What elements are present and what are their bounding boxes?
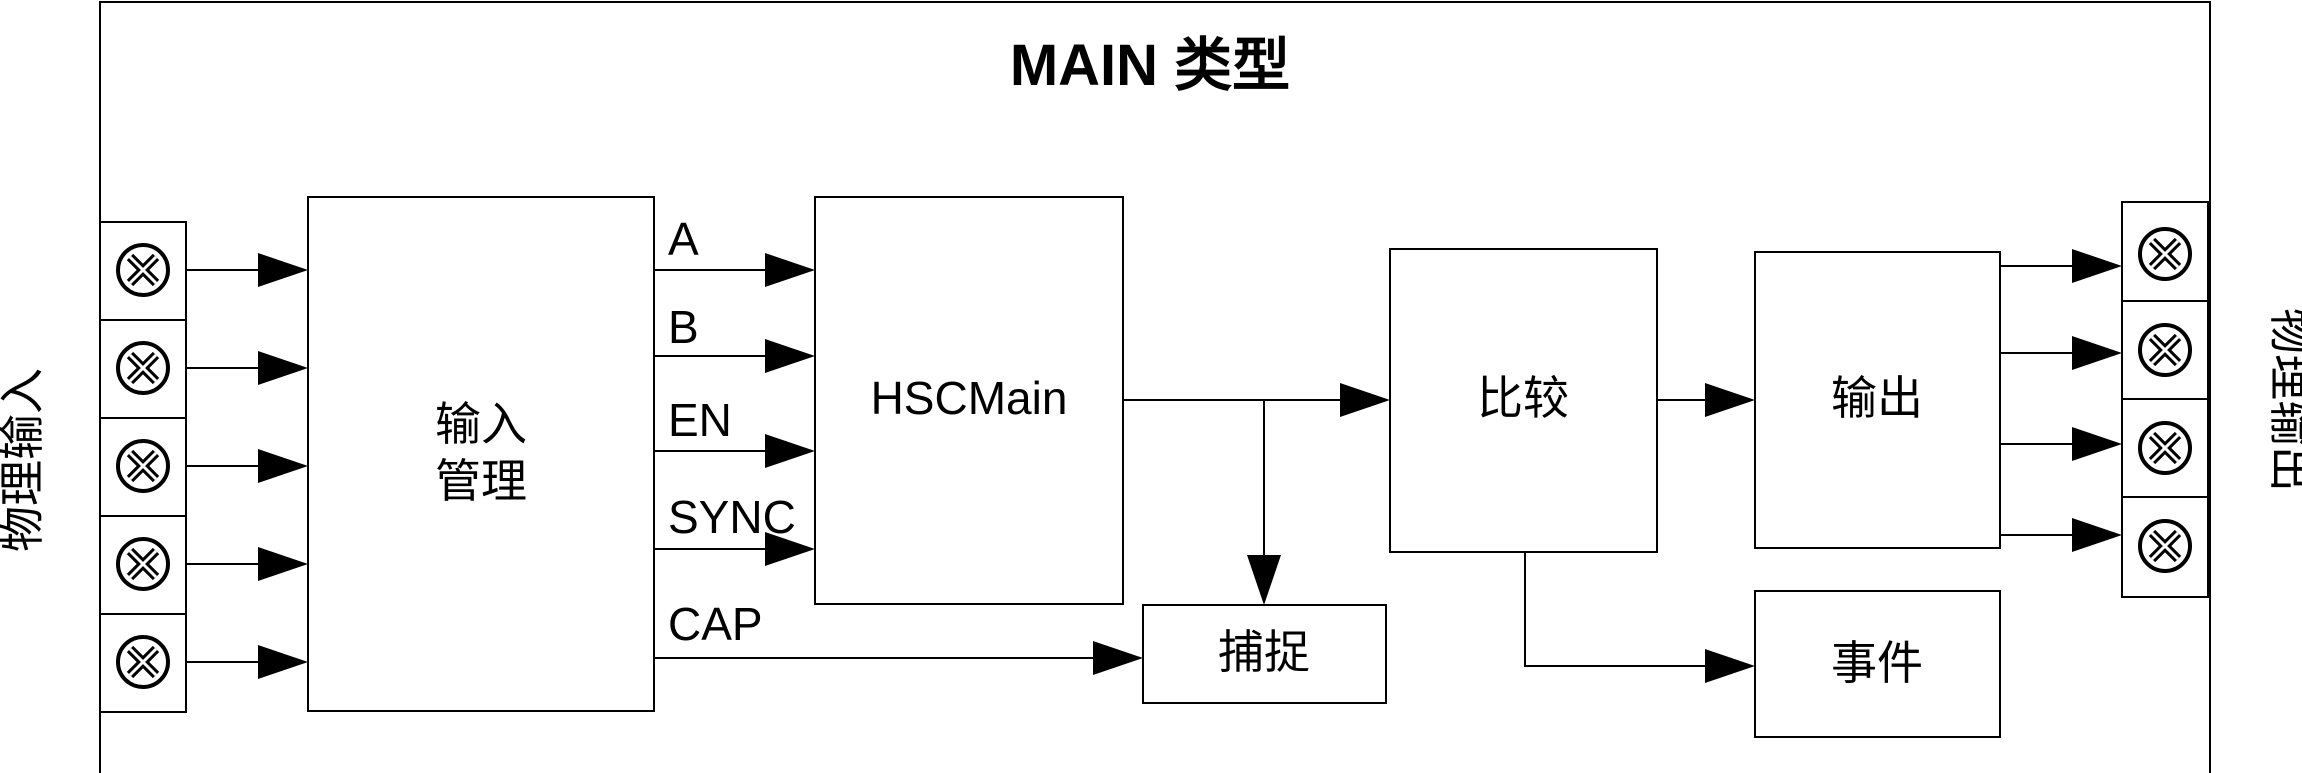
capture-block [1142, 604, 1387, 704]
input-management-label-line2: 管理 [435, 455, 527, 507]
terminal-screw-icon [2138, 519, 2192, 573]
terminal-screw-icon [2138, 227, 2192, 281]
terminal-screw-icon [116, 341, 170, 395]
terminal-screw-icon [116, 635, 170, 689]
hscmain-label: HSCMain [871, 372, 1068, 424]
input-management-label-line1: 输入 [435, 398, 527, 450]
physical-input-label: 物理输入 [0, 368, 48, 552]
capture-label: 捕捉 [1218, 626, 1310, 678]
compare-to-event-wire [1524, 552, 1755, 683]
terminal-screw-icon [116, 537, 170, 591]
output-wires [2000, 249, 2122, 552]
hscmain-to-compare-wire [1123, 383, 1390, 605]
diagram-title: MAIN 类型 [1010, 33, 1290, 98]
input-wires [186, 253, 308, 679]
physical-output-label: 物理输出 [2265, 308, 2302, 492]
signal-label-en: EN [668, 394, 732, 446]
compare-to-output-wire [1657, 383, 1755, 417]
output-label: 输出 [1831, 372, 1923, 424]
hscmain-block [814, 196, 1124, 605]
compare-label: 比较 [1477, 372, 1569, 424]
signal-wires [654, 253, 1143, 675]
signal-label-sync: SYNC [668, 491, 796, 543]
compare-block [1389, 248, 1658, 553]
output-block [1754, 251, 2001, 549]
terminal-screw-icon [2138, 421, 2192, 475]
signal-label-a: A [668, 213, 699, 265]
event-block [1754, 590, 2001, 738]
input-terminal-strip [99, 221, 187, 713]
output-terminal-strip [2121, 201, 2209, 598]
terminal-screw-icon [116, 243, 170, 297]
terminal-screw-icon [2138, 323, 2192, 377]
terminal-screw-icon [116, 439, 170, 493]
input-management-block [307, 196, 655, 712]
signal-label-b: B [668, 301, 699, 353]
event-label: 事件 [1831, 637, 1923, 689]
signal-label-cap: CAP [668, 598, 763, 650]
